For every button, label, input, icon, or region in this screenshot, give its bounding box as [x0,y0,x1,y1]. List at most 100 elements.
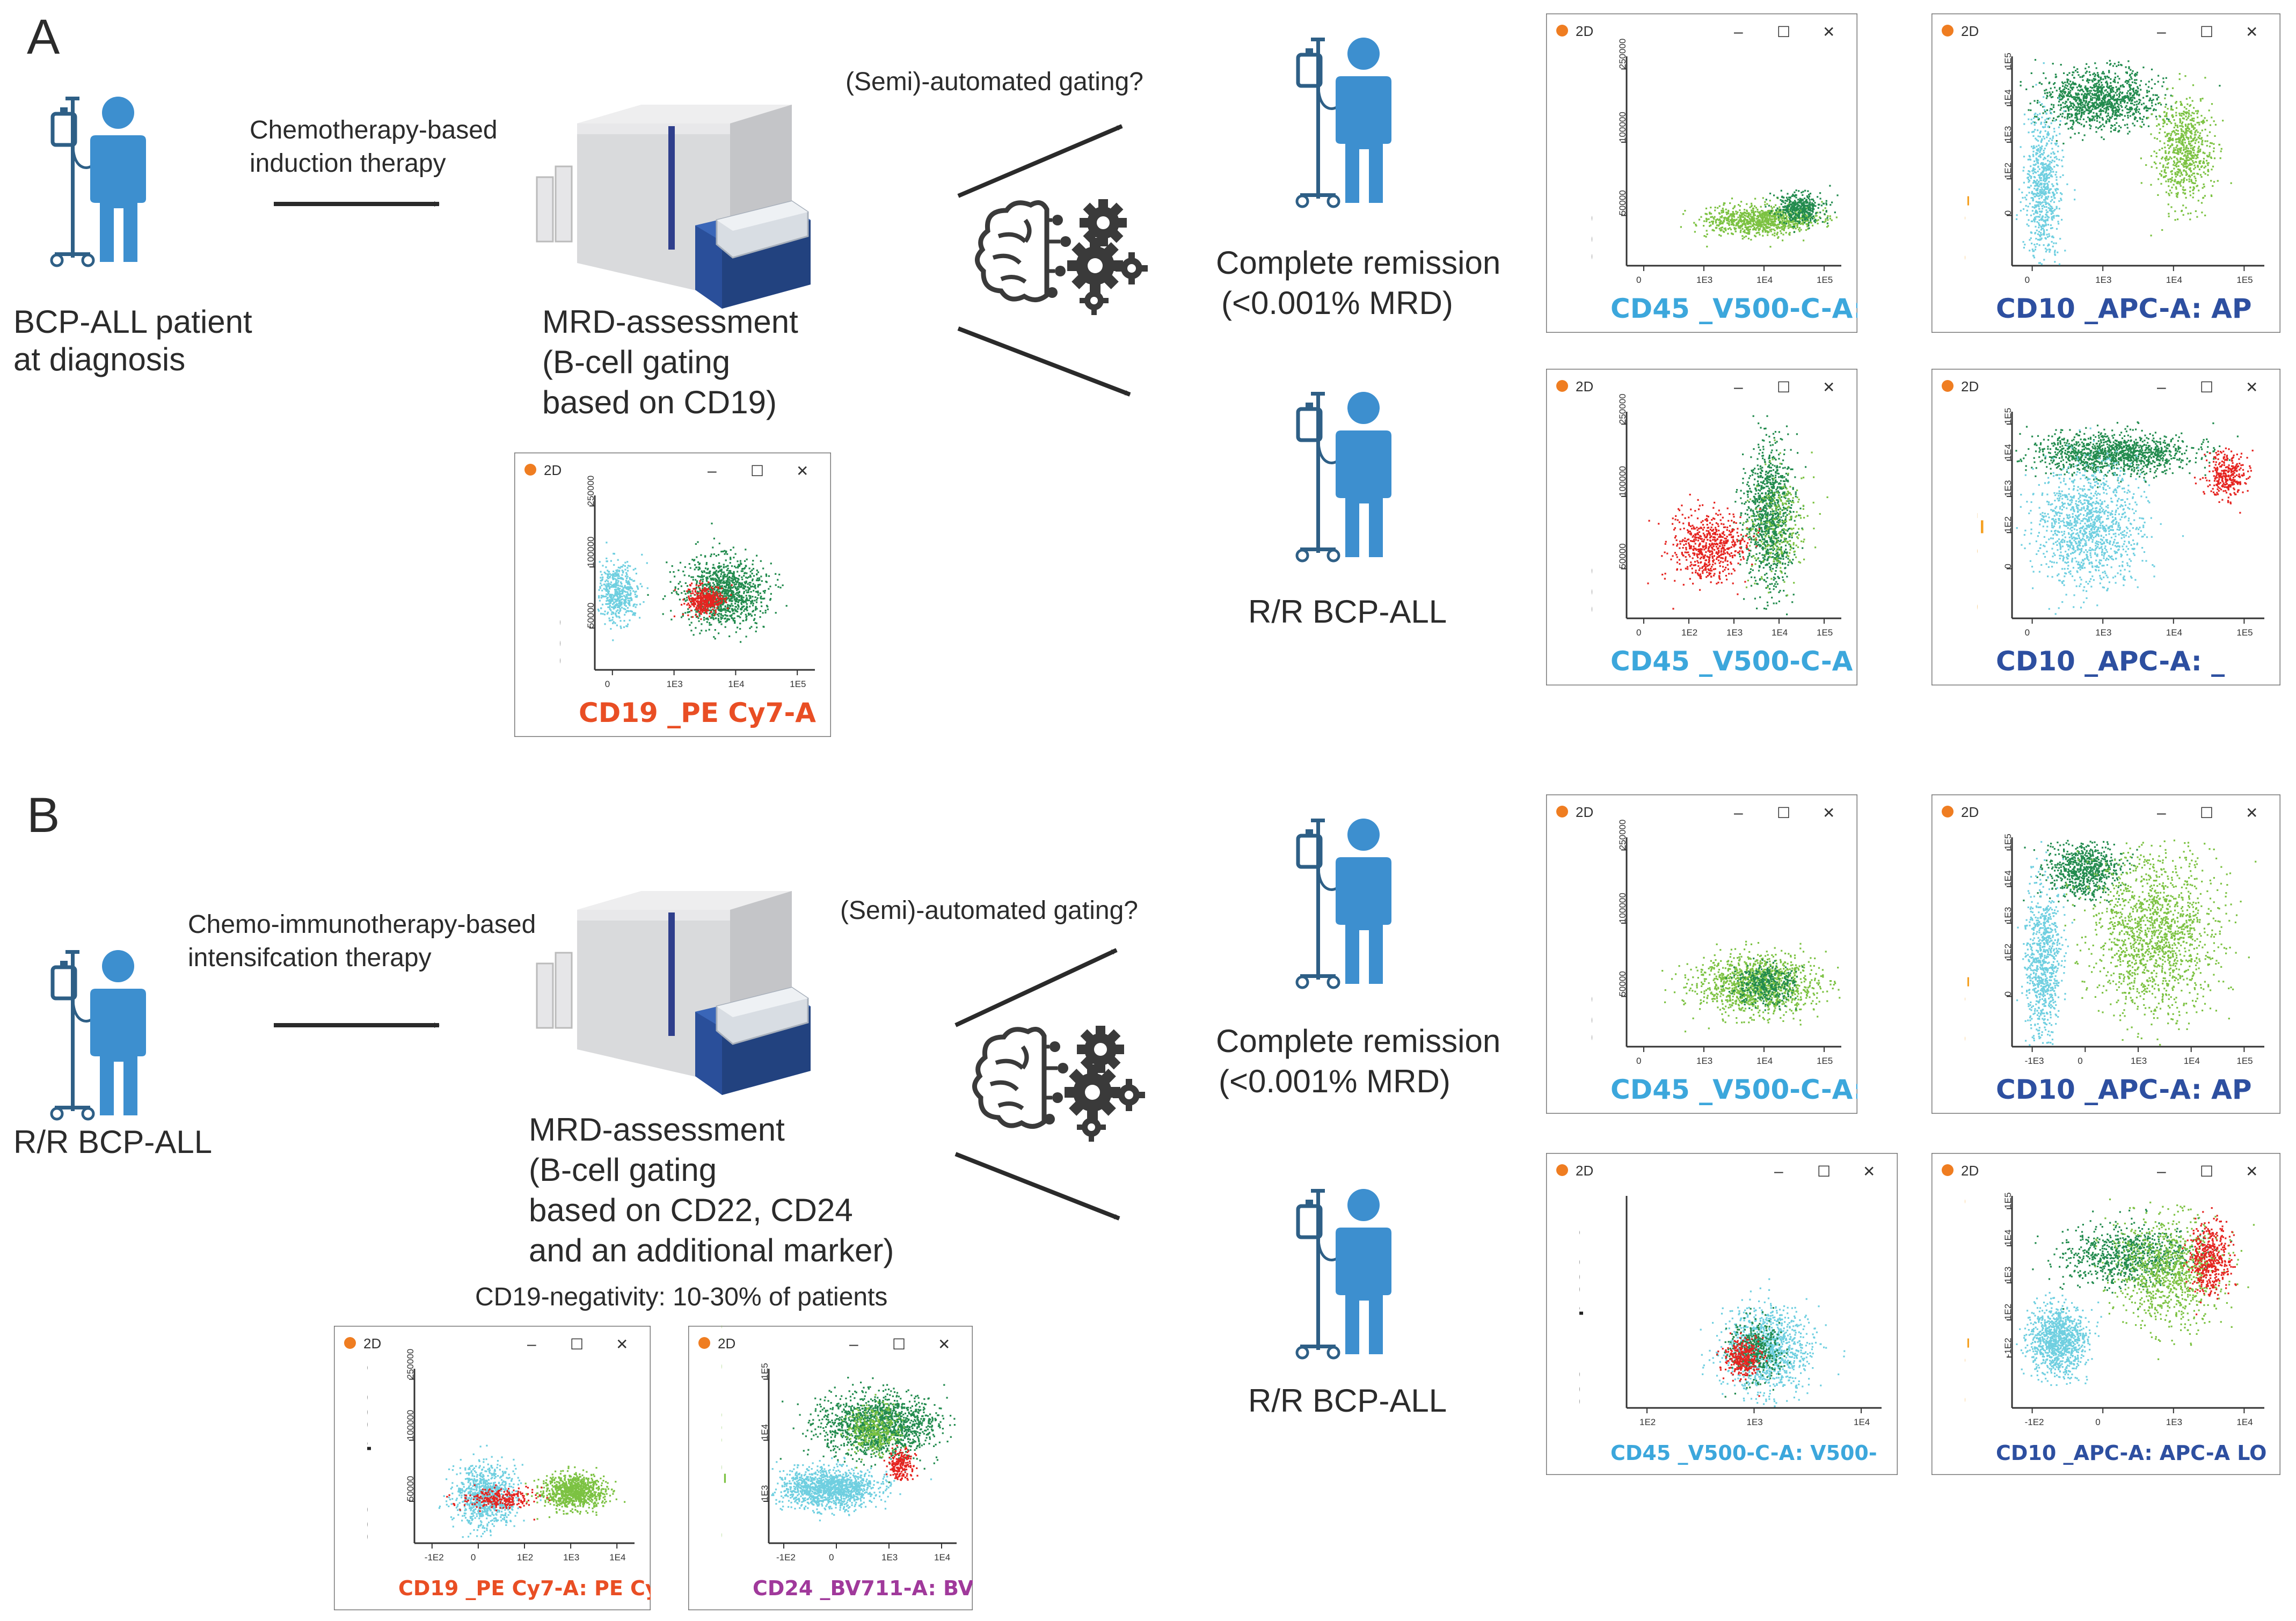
event-dot [697,592,699,594]
event-dot [2056,140,2058,142]
event-dot [2137,91,2139,93]
event-dot [2166,118,2168,120]
event-dot [731,609,733,611]
event-dot [1788,224,1790,227]
event-dot [725,575,727,578]
event-dot [2154,83,2156,85]
event-dot [1728,209,1730,211]
minimize-button[interactable]: – [1734,23,1743,41]
event-dot [717,576,719,579]
event-dot [753,589,755,592]
event-dot [694,603,696,605]
event-dot [699,597,701,600]
event-dot [2110,127,2112,129]
event-dot [1795,214,1797,216]
event-dot [2099,86,2101,89]
event-dot [718,566,721,568]
event-dot [689,592,691,594]
event-dot [1715,220,1717,222]
event-dot [1700,216,1702,218]
event-dot [2015,218,2018,220]
event-dot [752,563,754,566]
event-dot [1736,223,1738,225]
event-dot [1751,219,1753,221]
maximize-button[interactable]: ☐ [1777,24,1790,40]
event-dot [1764,219,1766,221]
event-dot [1740,225,1742,228]
event-dot [2074,114,2076,116]
event-dot [740,595,742,597]
event-dot [749,613,752,615]
close-button[interactable]: ✕ [796,463,808,479]
event-dot [724,598,727,601]
event-dot [1773,213,1775,215]
event-dot [738,596,740,598]
close-button[interactable]: ✕ [1823,24,1835,40]
event-dot [2107,118,2109,120]
event-dot [2038,244,2040,246]
event-dot [1747,212,1750,214]
event-dot [2091,118,2094,120]
event-dot [724,597,726,600]
event-dot [730,549,732,551]
event-dot [622,578,624,580]
event-dot [2109,120,2111,122]
event-dot [728,595,730,597]
gating-question: (Semi)-automated gating? [840,896,1138,925]
event-dot [2033,221,2036,223]
event-dot [1774,216,1776,218]
event-dot [2118,78,2120,80]
event-dot [2135,74,2138,76]
event-dot [623,590,625,593]
event-dot [713,614,716,616]
maximize-button[interactable]: ☐ [750,463,764,479]
event-dot [2100,125,2102,127]
event-dot [2078,93,2080,96]
event-dot [2068,92,2071,94]
event-dot [2116,65,2118,67]
event-dot [2131,81,2133,83]
event-dot [1724,227,1726,229]
event-dot [1798,227,1801,229]
event-dot [2112,113,2114,115]
event-dot [622,572,624,574]
event-dot [604,623,606,625]
event-dot [1737,211,1739,213]
event-dot [1780,230,1782,232]
event-dot [717,566,719,568]
event-dot [619,600,621,602]
event-dot [2072,103,2074,105]
event-dot [2034,59,2037,61]
event-dot [758,577,761,579]
event-dot [2155,103,2157,106]
event-dot [2085,100,2087,102]
event-dot [1799,218,1801,220]
event-dot [740,597,743,600]
event-dot [2133,93,2135,96]
event-dot [2112,65,2115,67]
event-dot [740,602,742,604]
event-dot [719,597,721,600]
event-dot [1773,223,1775,225]
event-dot [696,583,698,585]
event-dot [673,590,675,592]
minimize-button[interactable]: – [2157,23,2166,41]
event-dot [2043,166,2045,168]
event-dot [1680,226,1682,228]
event-dot [2139,118,2141,120]
event-dot [2145,83,2147,85]
event-dot [726,565,728,567]
event-dot [1733,206,1736,208]
event-dot [1808,193,1810,196]
event-dot [618,616,620,618]
event-dot [1802,222,1804,224]
event-dot [2131,88,2133,90]
event-dot [1795,204,1797,206]
event-dot [2054,254,2057,256]
event-dot [744,600,746,603]
close-button[interactable]: ✕ [2246,24,2258,40]
event-dot [746,572,748,574]
maximize-button[interactable]: ☐ [2200,24,2213,40]
minimize-button[interactable]: – [708,462,717,480]
event-dot [1820,205,1823,207]
